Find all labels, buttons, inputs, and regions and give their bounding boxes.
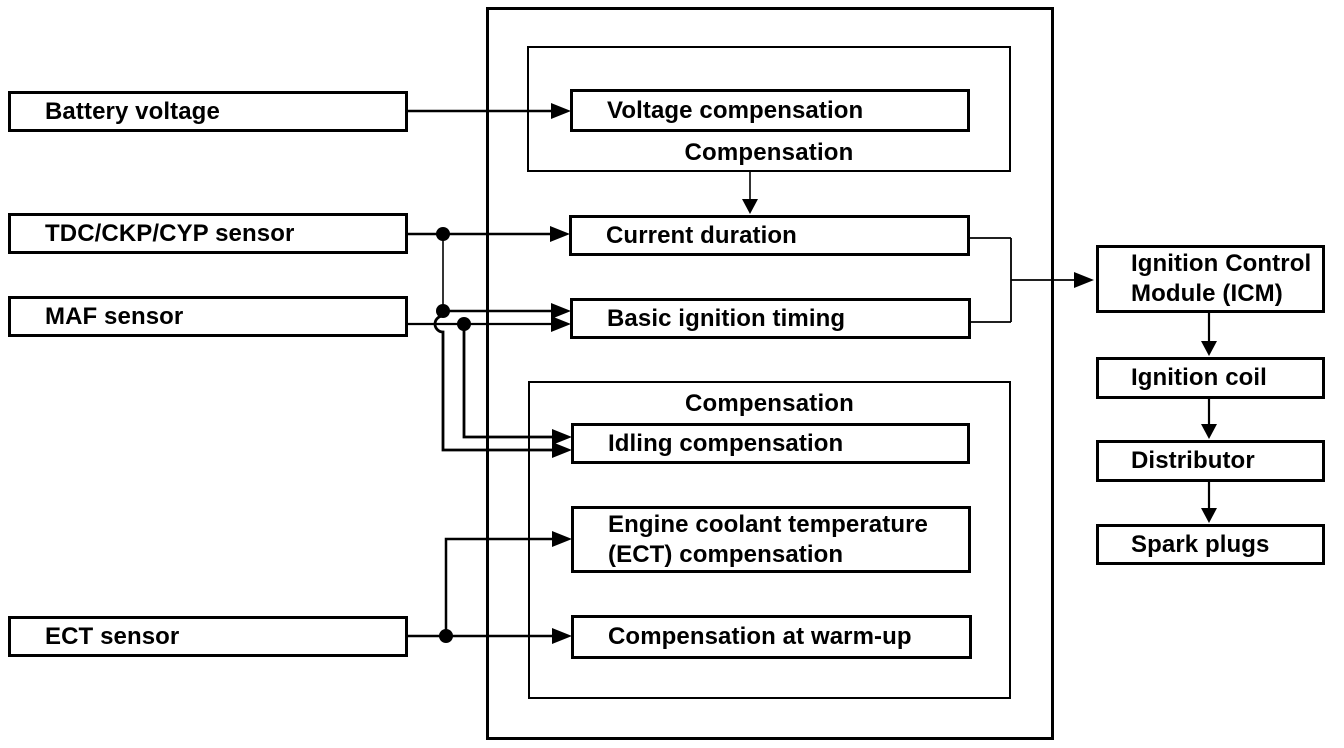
node-distributor: Distributor (1096, 440, 1325, 482)
node-maf-sensor: MAF sensor (8, 296, 408, 337)
arrowhead-ignition-coil (1201, 341, 1217, 356)
junction-dot-maf (457, 317, 471, 331)
node-ect-compensation: Engine coolant temperature (ECT) compens… (571, 506, 971, 573)
junction-dot-tdc (436, 227, 450, 241)
node-compensation-at-warm-up: Compensation at warm-up (571, 615, 972, 659)
compensation-group-top (527, 46, 1011, 172)
junction-dot-tdc-basic (436, 304, 450, 318)
node-battery-voltage: Battery voltage (8, 91, 408, 132)
node-ignition-control-module: Ignition Control Module (ICM) (1096, 245, 1325, 313)
node-ect-sensor: ECT sensor (8, 616, 408, 657)
node-tdc-ckp-cyp-sensor: TDC/CKP/CYP sensor (8, 213, 408, 254)
arrowhead-distributor (1201, 424, 1217, 439)
node-basic-ignition-timing: Basic ignition timing (570, 298, 971, 339)
node-ignition-coil: Ignition coil (1096, 357, 1325, 399)
arrowhead-icm (1074, 272, 1094, 288)
node-voltage-compensation: Voltage compensation (570, 89, 970, 132)
node-current-duration: Current duration (569, 215, 970, 256)
node-spark-plugs: Spark plugs (1096, 524, 1325, 565)
arrowhead-spark-plugs (1201, 508, 1217, 523)
junction-dot-ect (439, 629, 453, 643)
node-idling-compensation: Idling compensation (571, 423, 970, 464)
compensation-group-top-label: Compensation (684, 139, 854, 166)
compensation-group-bottom-label: Compensation (684, 390, 855, 417)
